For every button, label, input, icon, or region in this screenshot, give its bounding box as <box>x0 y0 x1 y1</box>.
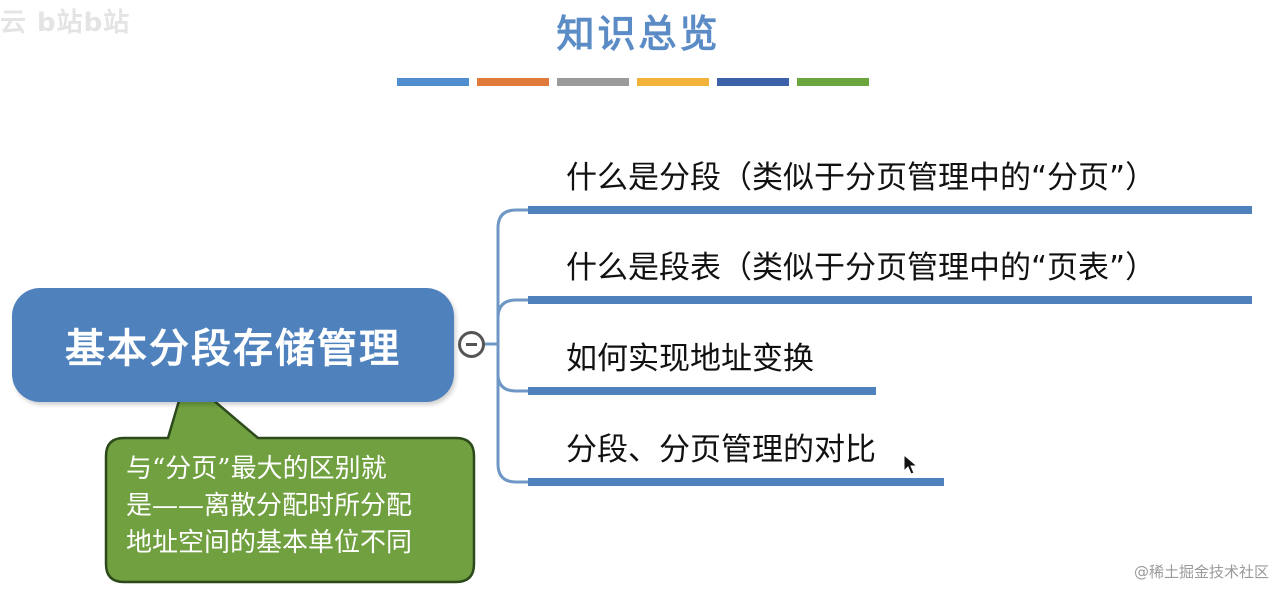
branch-underline <box>528 478 944 486</box>
title-bar <box>797 78 869 86</box>
corner-logo: 云 b站b站 <box>0 8 131 38</box>
callout-text: 与“分页”最大的区别就 是——离散分配时所分配 地址空间的基本单位不同 <box>126 451 456 562</box>
title-bar <box>477 78 549 86</box>
branch-label-segment[interactable]: 什么是分段（类似于分页管理中的“分页”） <box>566 160 1157 196</box>
branch-label-segment-table[interactable]: 什么是段表（类似于分页管理中的“页表”） <box>566 250 1157 286</box>
title-bar <box>637 78 709 86</box>
callout-line: 与“分页”最大的区别就 <box>126 454 387 484</box>
branch-underline <box>528 296 1252 304</box>
callout-line: 地址空间的基本单位不同 <box>126 528 413 558</box>
title-bar <box>397 78 469 86</box>
connector-branch-2 <box>496 298 528 319</box>
title-bar <box>717 78 789 86</box>
page-title: 知识总览 <box>556 12 721 56</box>
connector-branch-3 <box>496 373 528 393</box>
branch-underline <box>528 206 1252 214</box>
branch-label-comparison[interactable]: 分段、分页管理的对比 <box>566 432 876 468</box>
watermark: @稀土掘金技术社区 <box>1133 563 1269 581</box>
mouse-pointer-icon <box>903 454 919 475</box>
connector-trunk <box>496 208 528 484</box>
branch-label-address-translation[interactable]: 如何实现地址变换 <box>566 341 814 377</box>
callout-bubble <box>104 374 476 584</box>
branch-underline <box>528 387 876 395</box>
central-node[interactable]: 基本分段存储管理 <box>12 288 454 402</box>
collapse-toggle-button[interactable] <box>458 331 485 358</box>
central-node-label: 基本分段存储管理 <box>65 326 401 372</box>
minus-icon <box>466 343 477 346</box>
callout-line: 是——离散分配时所分配 <box>126 491 413 521</box>
title-bar <box>557 78 629 86</box>
title-color-bars <box>397 78 877 86</box>
